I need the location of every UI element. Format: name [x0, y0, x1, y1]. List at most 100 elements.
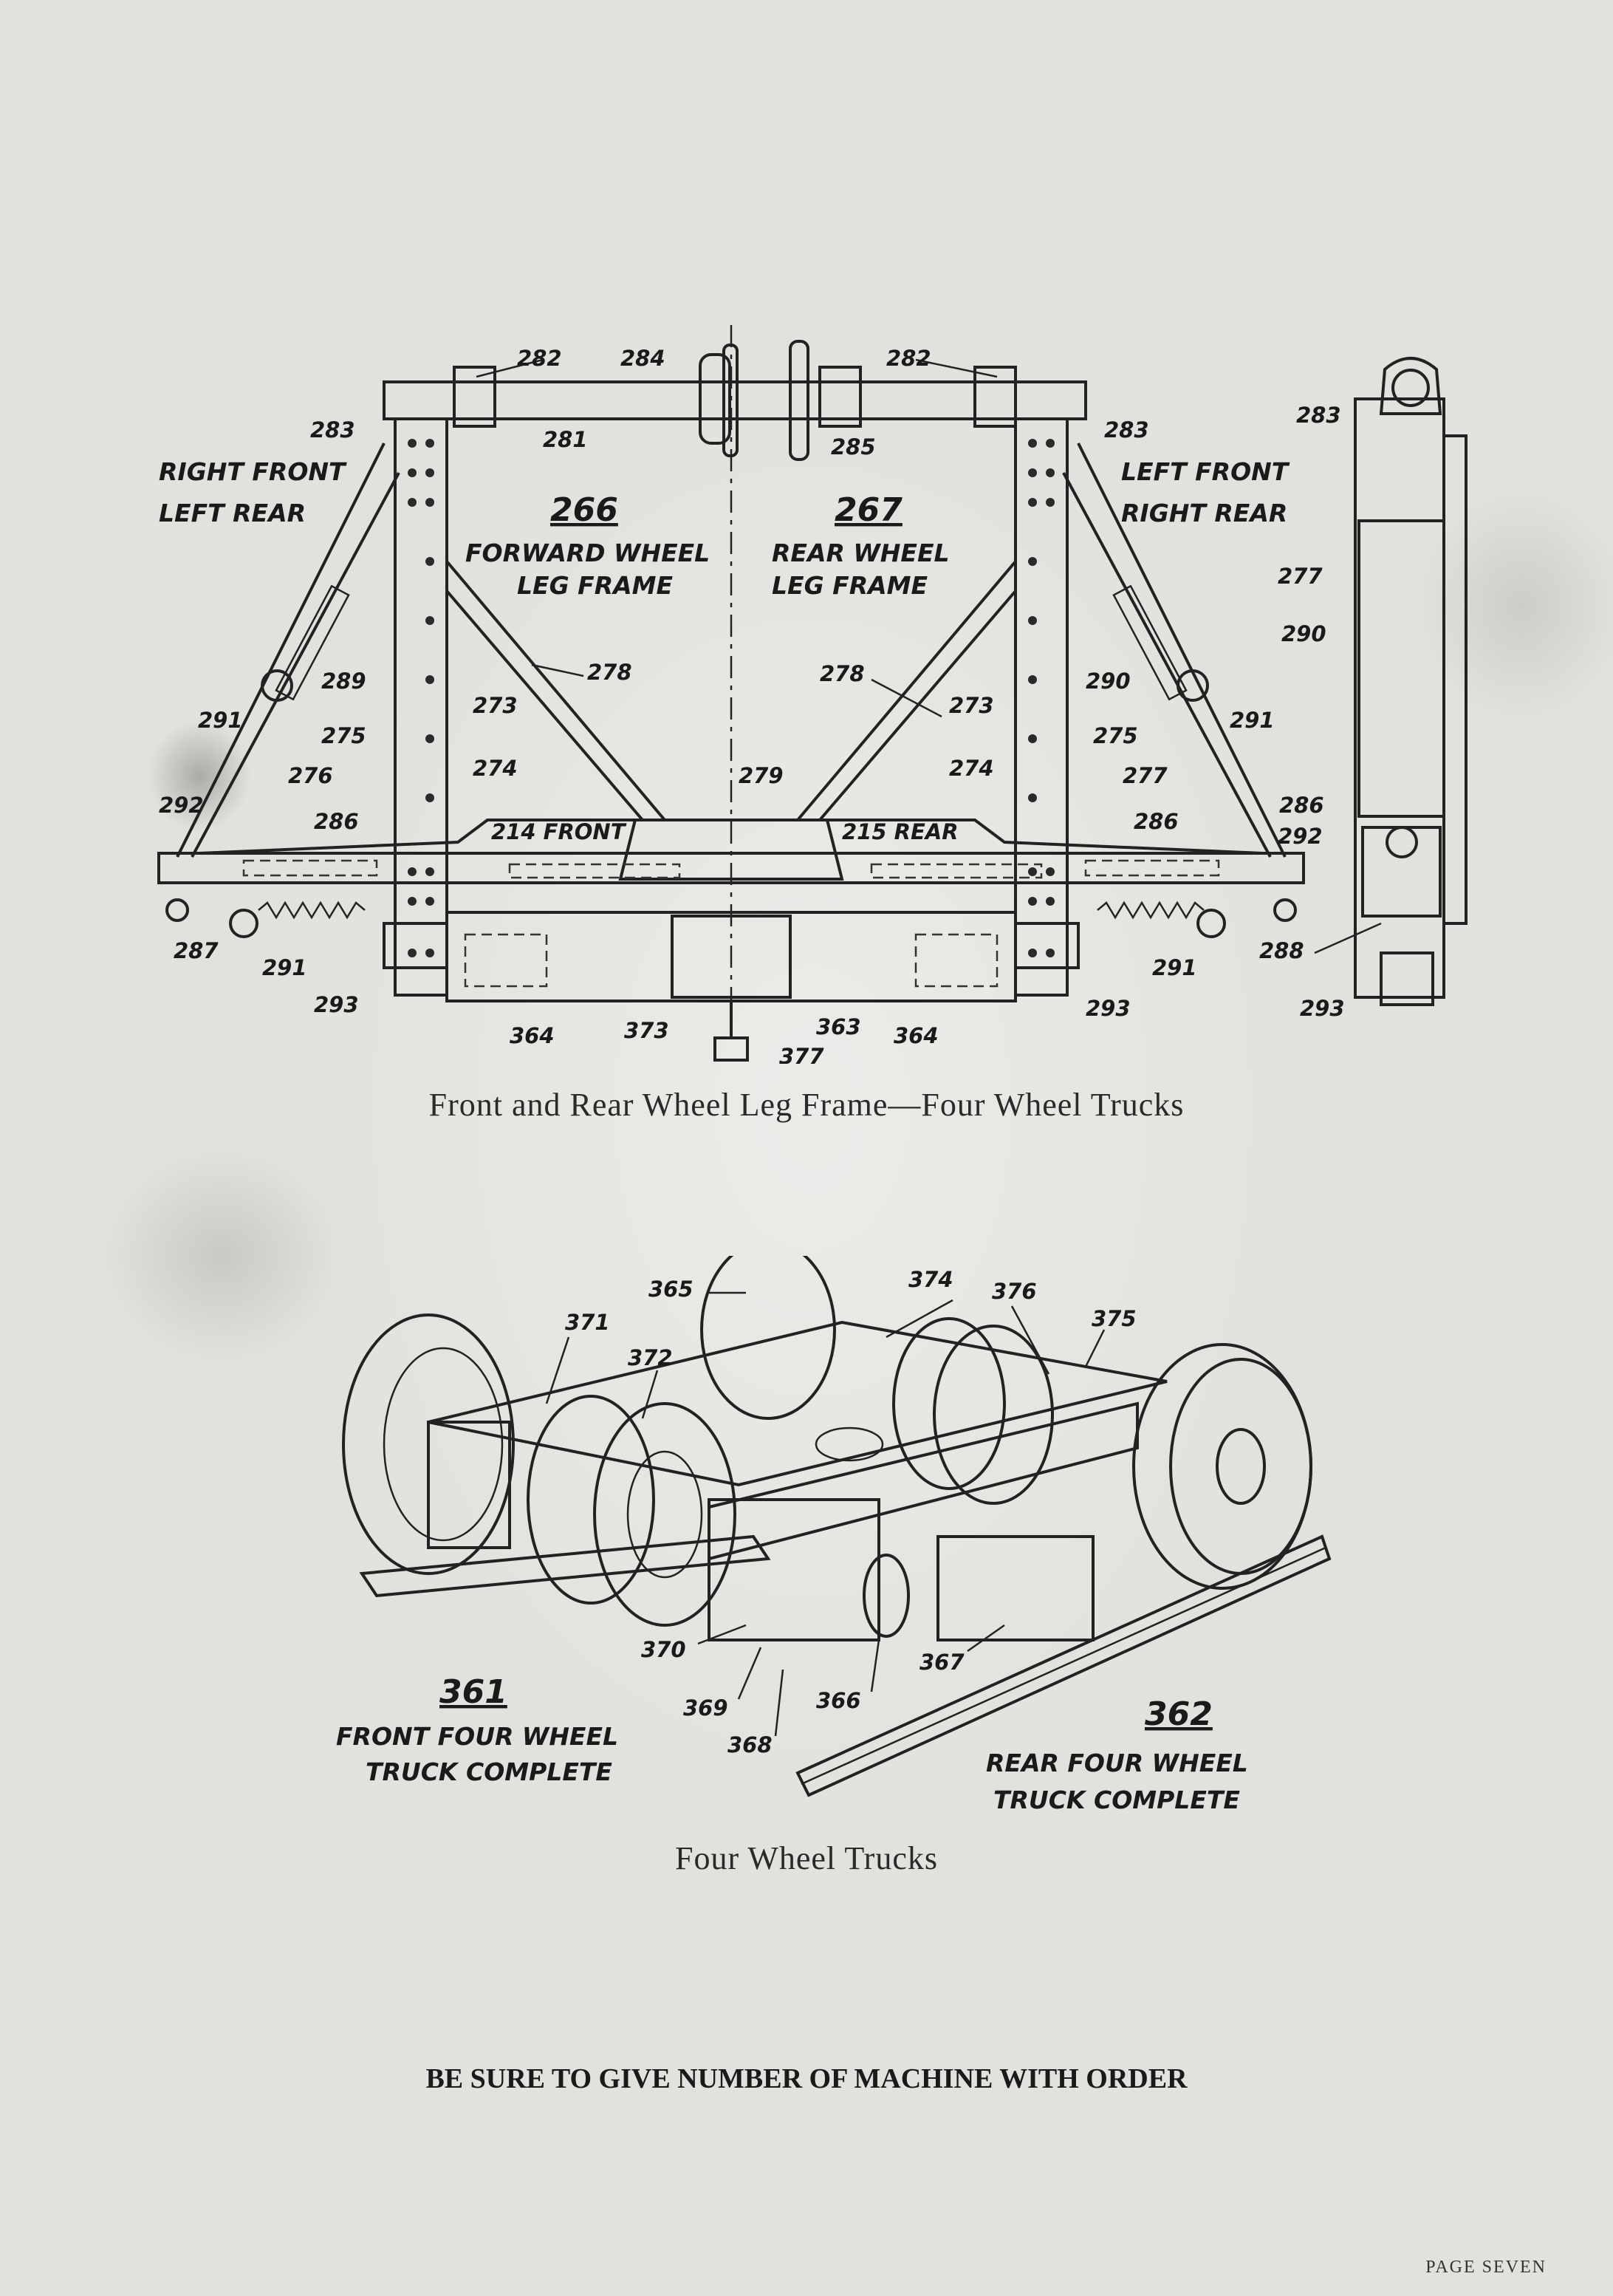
right-diagonal-brace-inner: [818, 590, 1017, 821]
leader-375: [1084, 1329, 1106, 1367]
side-view-eye: [1391, 369, 1430, 407]
part-367: 367: [919, 1650, 965, 1675]
wheel-rear-left-hub: [383, 1347, 504, 1542]
four-wheel-truck-drawing: 365 374 376 375 371 372 370 367 369 366 …: [336, 1256, 1332, 1814]
frame-267-title-2: LEG FRAME: [772, 571, 928, 600]
wheel-front-left-hub: [626, 1450, 703, 1579]
part-376: 376: [992, 1279, 1037, 1304]
part-275b: 275: [1093, 723, 1138, 748]
part-283a: 283: [310, 417, 355, 443]
sprocket-left: [527, 1395, 655, 1605]
part-365: 365: [648, 1277, 694, 1302]
sill-slot-left: [508, 863, 681, 879]
part-293c: 293: [1300, 996, 1345, 1021]
truck-361-number: 361: [439, 1673, 507, 1711]
label-215-rear: 215 REAR: [842, 819, 959, 844]
wheel-back-right: [700, 1256, 836, 1420]
part-372: 372: [628, 1345, 673, 1370]
part-291a: 291: [198, 708, 243, 733]
side-view-column: [1354, 397, 1445, 999]
leader-374: [886, 1299, 953, 1339]
part-291b: 291: [1230, 708, 1275, 733]
right-end-roller: [1273, 898, 1297, 922]
part-370: 370: [641, 1637, 686, 1662]
figure1-caption: Front and Rear Wheel Leg Frame—Four Whee…: [428, 1087, 1185, 1123]
left-jack: [275, 584, 350, 701]
label-214-front: 214 FRONT: [491, 819, 627, 844]
frame-part-numbers: 282 282 284 283 283 283 281 285 278 278 …: [159, 346, 1345, 1064]
rail-left: [359, 1534, 771, 1598]
part-375: 375: [1092, 1306, 1137, 1331]
part-282a: 282: [517, 346, 562, 371]
leader-372: [641, 1370, 659, 1419]
part-286b: 286: [1134, 809, 1179, 834]
side-view-foot: [1380, 951, 1434, 1006]
top-shaft: [383, 380, 1087, 420]
left-spring: [258, 901, 366, 920]
side-view-flange: [1442, 434, 1468, 925]
sill-slot-far-right: [1084, 859, 1220, 877]
side-view-wheel: [1386, 826, 1418, 858]
left-end-roller: [165, 898, 189, 922]
truck-part-numbers: 365 374 376 375 371 372 370 367 369 366 …: [565, 1267, 1137, 1757]
leader-367: [967, 1624, 1005, 1653]
part-277a: 277: [1123, 763, 1168, 788]
right-diagonal-brace: [796, 560, 1017, 821]
side-view-truck: [1361, 826, 1442, 918]
axle-end: [863, 1554, 910, 1638]
box-window-left: [464, 933, 548, 988]
side-view-head: [1379, 357, 1442, 415]
part-290a: 290: [1086, 669, 1131, 694]
sill-slot-right: [870, 863, 1043, 879]
part-363: 363: [816, 1014, 861, 1039]
part-291c: 291: [262, 955, 307, 980]
page-number: PAGE SEVEN: [1425, 2258, 1547, 2277]
part-283c: 283: [1296, 403, 1341, 428]
part-292b: 292: [1278, 824, 1323, 849]
part-366: 366: [816, 1688, 861, 1713]
part-275a: 275: [321, 723, 366, 748]
label-right-front: RIGHT FRONT: [159, 457, 347, 486]
figure2-caption: Four Wheel Trucks: [675, 1840, 938, 1876]
leader-366: [870, 1639, 880, 1692]
center-bearing-plate: [815, 1427, 884, 1462]
left-outer-leg-edge: [176, 443, 386, 858]
part-364a: 364: [510, 1023, 555, 1048]
axle-box: [708, 1498, 880, 1641]
king-pin-nut: [713, 1036, 749, 1062]
part-277b: 277: [1278, 564, 1323, 589]
part-377: 377: [779, 1044, 824, 1064]
center-plate: [671, 915, 792, 999]
truck-362-number: 362: [1145, 1695, 1213, 1733]
truck-361-title-2: TRUCK COMPLETE: [366, 1757, 612, 1786]
part-290b: 290: [1281, 621, 1326, 646]
right-jack: [1112, 584, 1188, 701]
leader-288: [1314, 922, 1382, 954]
sprocket-right: [892, 1317, 1006, 1490]
leg-frame-drawing: RIGHT FRONT LEFT REAR LEFT FRONT RIGHT R…: [157, 325, 1468, 1064]
part-285: 285: [831, 434, 876, 459]
part-282b: 282: [886, 346, 931, 371]
part-279: 279: [739, 763, 784, 788]
part-364b: 364: [894, 1023, 939, 1048]
center-girder: [936, 1535, 1095, 1641]
frame-267-number: 267: [835, 491, 903, 529]
right-wheel-pin: [1196, 909, 1226, 938]
truck-361-title-1: FRONT FOUR WHEEL: [336, 1722, 618, 1751]
pedestal-left: [427, 1421, 511, 1549]
part-369: 369: [683, 1695, 728, 1721]
leader-376: [1010, 1305, 1050, 1375]
frame-267-title-1: REAR WHEEL: [772, 539, 950, 567]
part-292a: 292: [159, 793, 204, 818]
part-281: 281: [543, 427, 588, 452]
side-view-web: [1357, 519, 1445, 818]
part-373: 373: [624, 1018, 669, 1043]
truck-frame-top: [428, 1320, 1168, 1487]
part-293a: 293: [314, 992, 359, 1017]
wheel-front-left: [593, 1402, 736, 1627]
part-273a: 273: [473, 693, 518, 718]
frame-266-title-2: LEG FRAME: [517, 571, 673, 600]
part-274a: 274: [473, 756, 518, 781]
wheel-front-right-face: [1169, 1358, 1312, 1575]
left-wheel-pin: [229, 909, 258, 938]
